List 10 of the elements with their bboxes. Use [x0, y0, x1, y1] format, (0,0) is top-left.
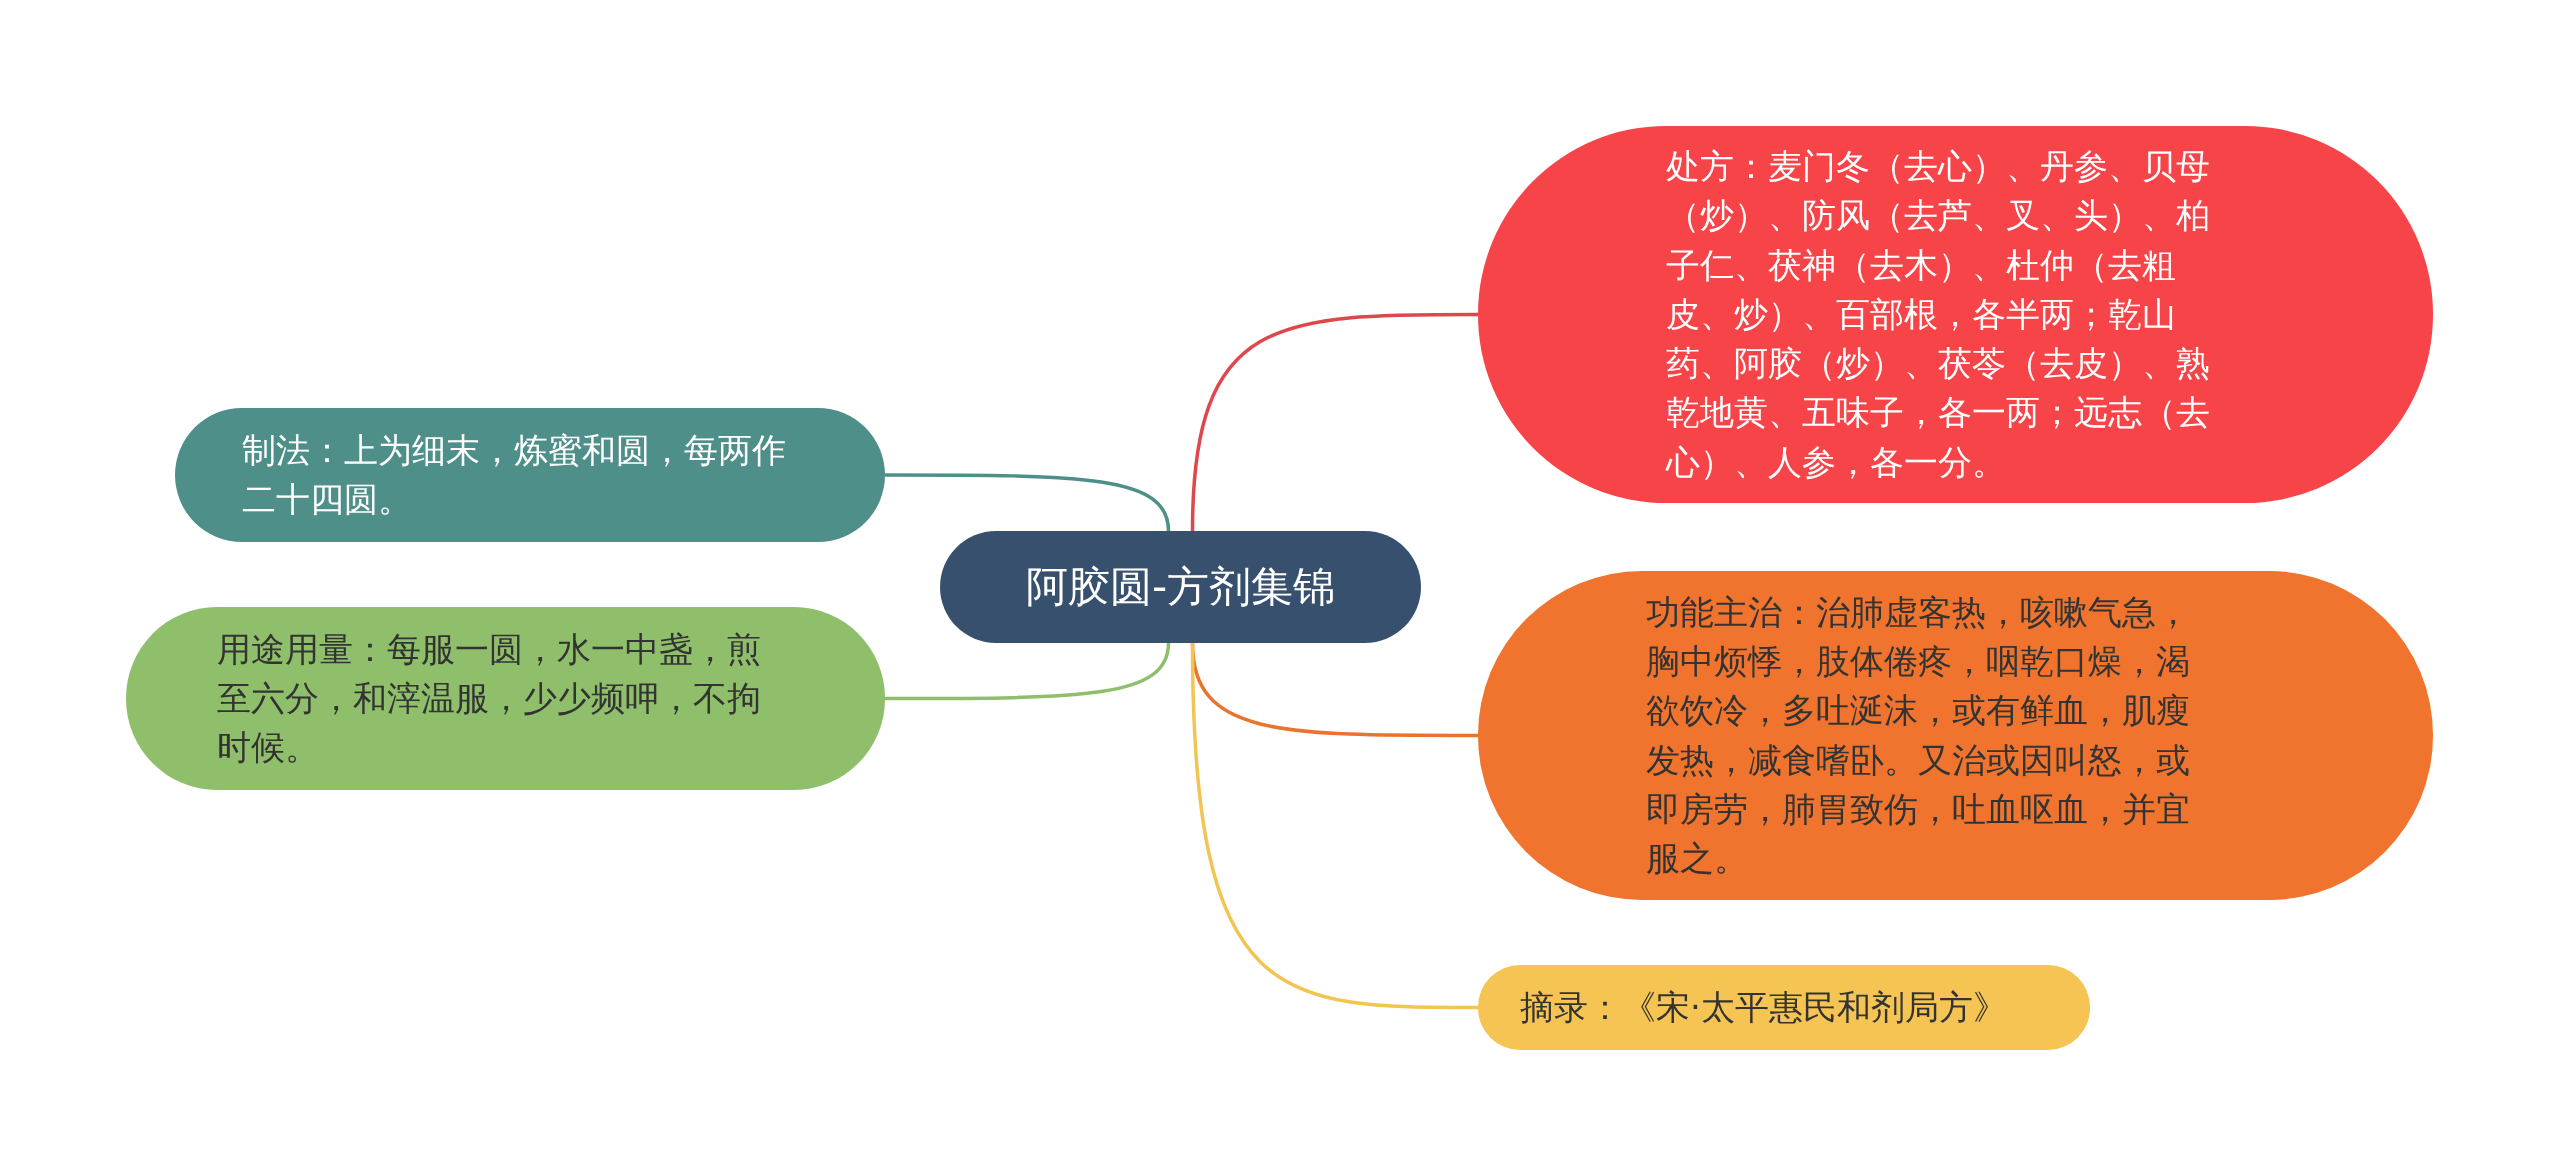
topic-text: 功能主治：治肺虚客热，咳嗽气急，胸中烦悸，肢体倦疼，咽乾口燥，渴欲饮冷，多吐涎沫，或有鲜血，肌瘦发热，减食嗜卧。又治或因叫怒，或即房劳，肺胃致伤，吐血呕血，并宜服之。	[1646, 590, 2191, 881]
connector	[885, 642, 1171, 701]
topic-text: 制法：上为细末，炼蜜和圆，每两作二十四圆。	[242, 428, 787, 521]
topic-text: 摘录：《宋·太平惠民和剂局方》	[1520, 985, 2008, 1029]
connector	[1190, 642, 1478, 1010]
topic-text: 处方：麦门冬（去心）、丹参、贝母（炒）、防风（去芦、叉、头）、柏子仁、茯神（去木）、杜仲（去粗皮、炒）、百部根，各半两；乾山药、阿胶（炒）、茯苓（去皮）、熟乾地黄、五味子，各一两；远志（去心）、人参，各一分。	[1666, 144, 2211, 484]
connector	[885, 473, 1171, 532]
connector	[1190, 312, 1478, 532]
topic-text: 用途用量：每服一圆，水一中盏，煎至六分，和滓温服，少少频呷，不拘时候。	[217, 627, 762, 770]
topic-title: 阿胶圆-方剂集锦	[1025, 560, 1336, 613]
